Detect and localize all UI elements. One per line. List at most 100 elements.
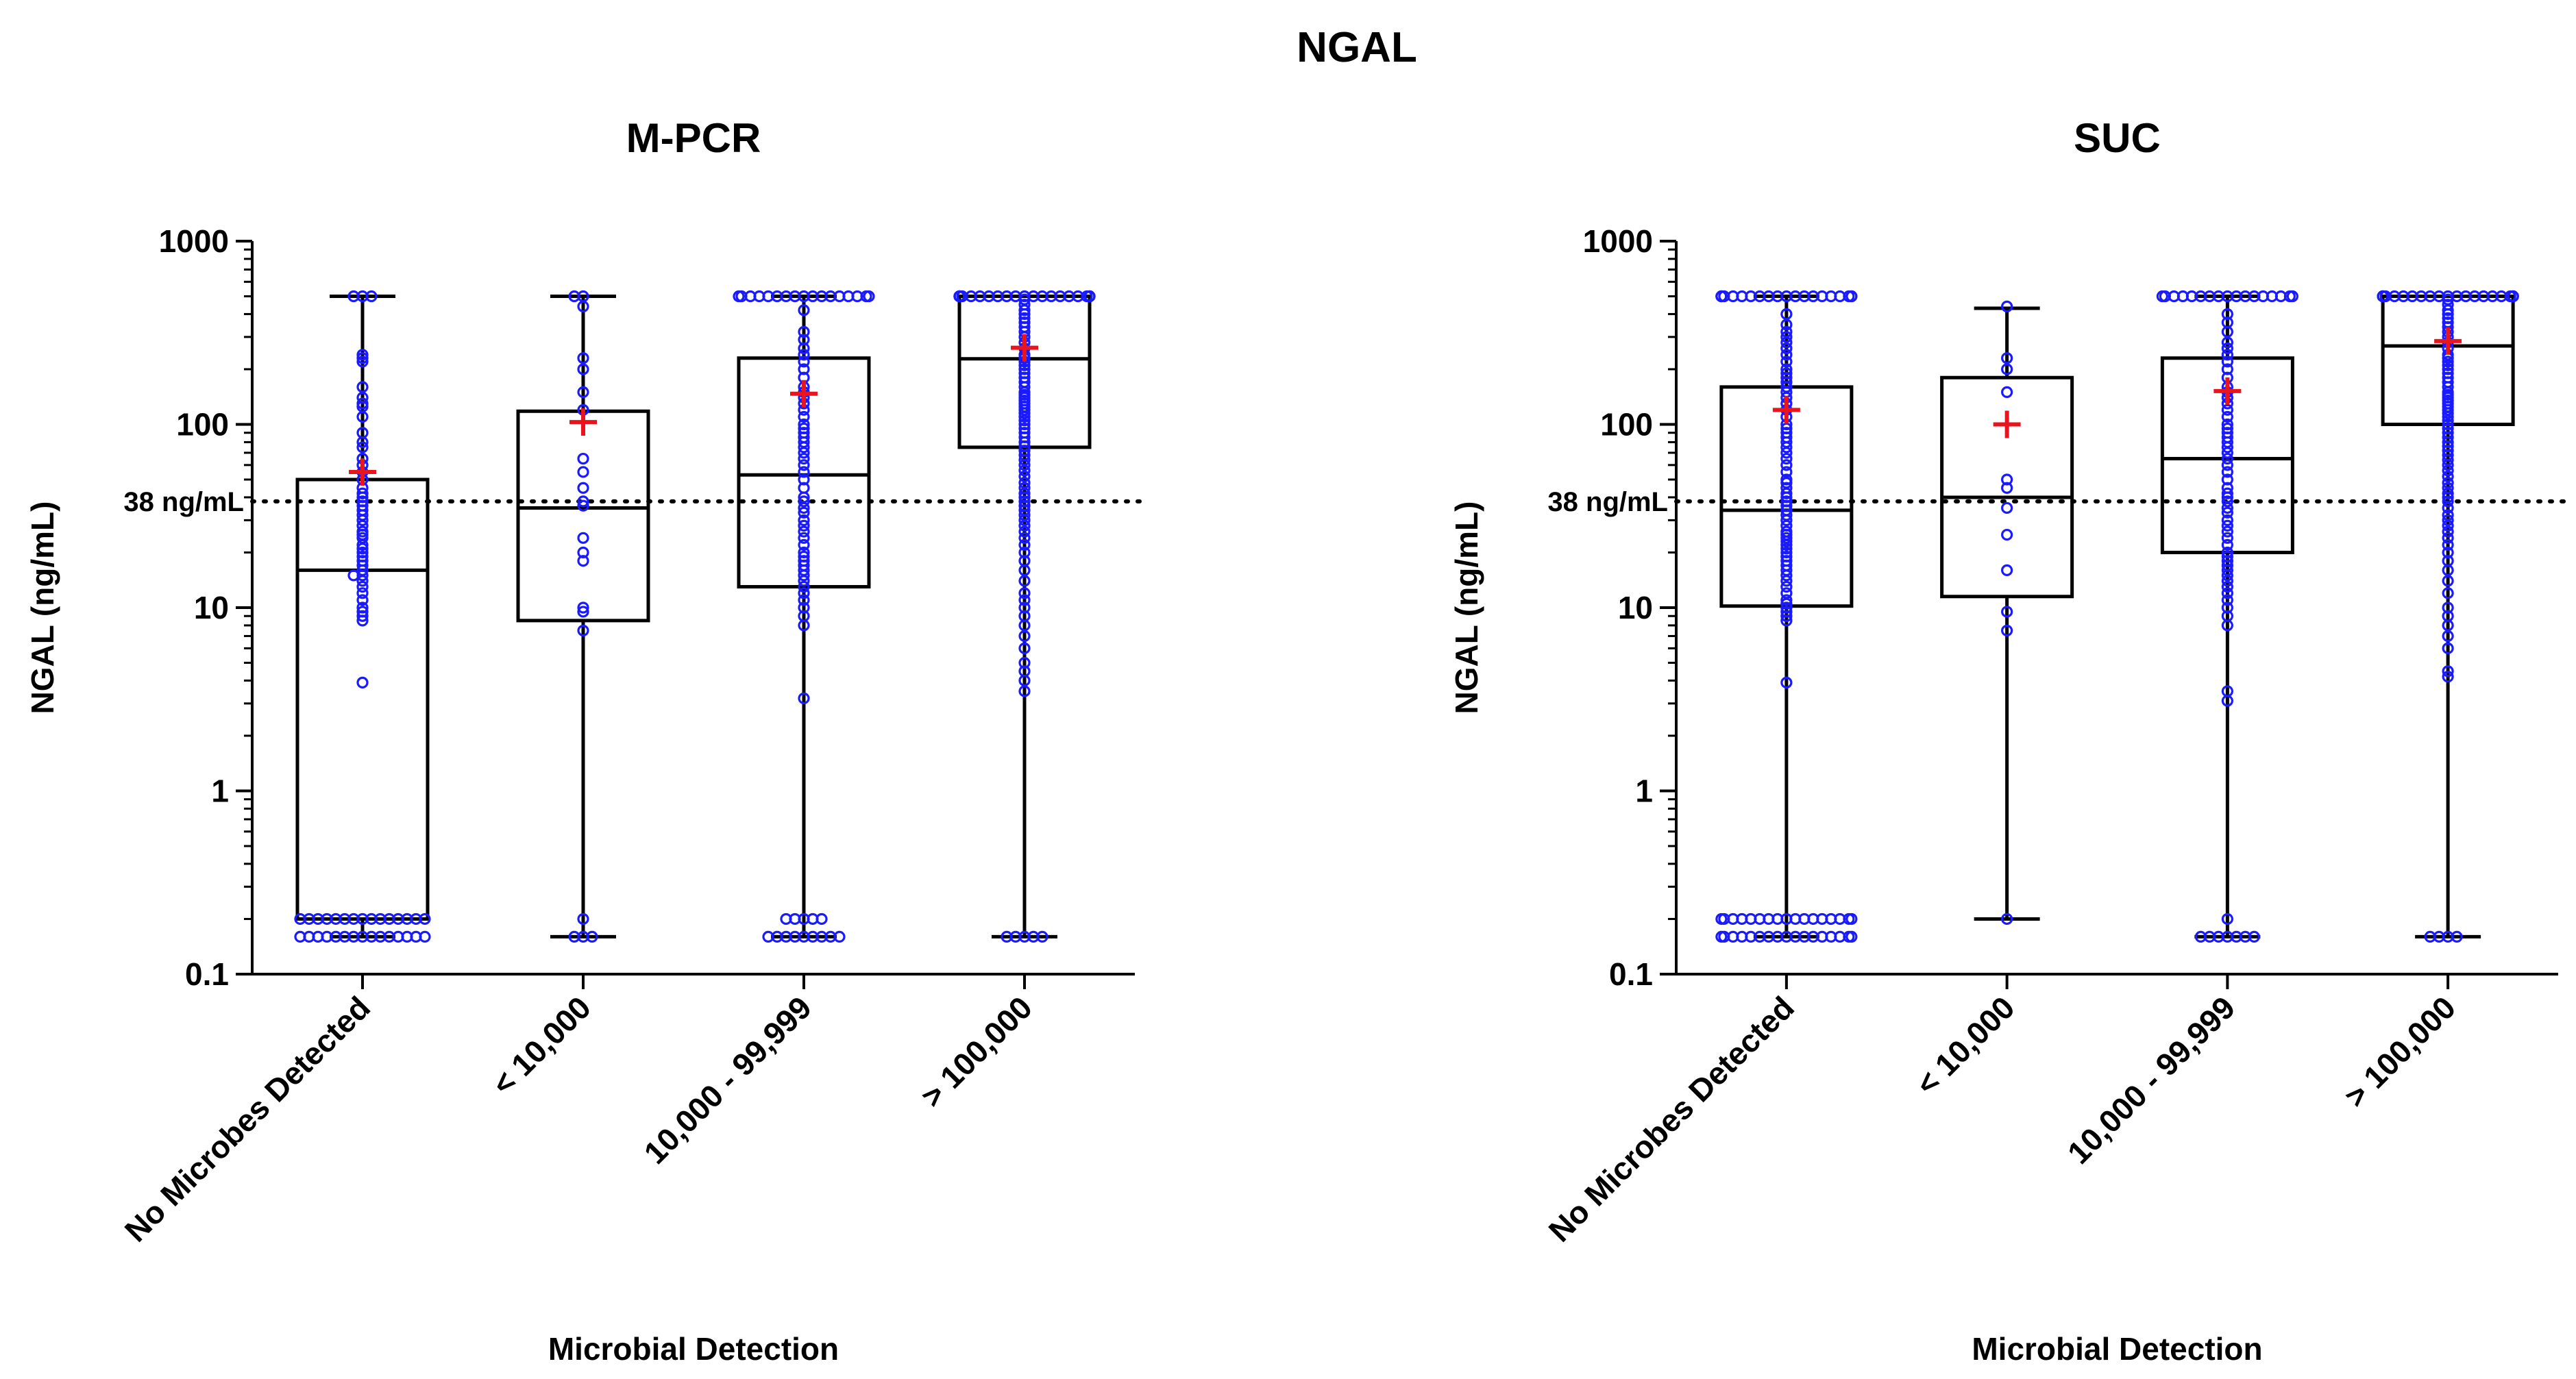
data-point bbox=[1018, 532, 1031, 544]
data-point bbox=[1018, 587, 1031, 599]
data-point bbox=[2286, 290, 2298, 303]
data-point bbox=[2001, 528, 2013, 541]
data-point bbox=[577, 606, 589, 618]
data-point bbox=[2442, 665, 2454, 678]
data-point bbox=[2442, 363, 2454, 375]
data-point bbox=[1780, 447, 1793, 459]
data-point bbox=[1780, 466, 1793, 478]
data-point bbox=[798, 569, 810, 582]
chart-title: SUC bbox=[2074, 115, 2161, 161]
data-point bbox=[2221, 487, 2233, 499]
y-tick-label: 100 bbox=[176, 407, 229, 443]
data-point bbox=[2001, 912, 2013, 925]
data-point bbox=[2001, 624, 2013, 637]
data-point bbox=[356, 410, 369, 423]
data-point bbox=[2001, 473, 2013, 486]
data-point bbox=[577, 452, 589, 465]
data-point bbox=[577, 386, 589, 398]
y-axis-label: NGAL (ng/mL) bbox=[1449, 501, 1484, 715]
data-point bbox=[1780, 597, 1793, 610]
data-point bbox=[2221, 447, 2233, 459]
data-point bbox=[798, 459, 810, 471]
data-point bbox=[356, 575, 369, 587]
data-point bbox=[953, 290, 966, 303]
mean-marker-4 bbox=[1011, 334, 1038, 362]
data-point bbox=[2221, 519, 2233, 532]
data-point bbox=[2001, 300, 2013, 312]
data-point bbox=[2442, 410, 2454, 423]
data-point bbox=[1780, 601, 1793, 614]
data-point bbox=[2221, 356, 2233, 368]
data-point bbox=[1018, 519, 1031, 532]
data-point bbox=[798, 342, 810, 355]
y-tick-label: 0.1 bbox=[185, 956, 229, 992]
y-axis-label: NGAL (ng/mL) bbox=[25, 501, 60, 715]
data-point bbox=[2221, 546, 2233, 559]
data-point bbox=[1780, 535, 1793, 547]
data-point bbox=[1780, 514, 1793, 526]
data-point bbox=[1715, 912, 1728, 925]
data-point bbox=[1845, 290, 1858, 303]
data-point bbox=[798, 538, 810, 551]
data-point bbox=[356, 543, 369, 555]
chart-title: M-PCR bbox=[626, 115, 761, 161]
x-tick-label: < 10,000 bbox=[485, 989, 598, 1102]
y-tick-label: 1 bbox=[211, 773, 229, 809]
data-point bbox=[2442, 514, 2454, 526]
data-point bbox=[1780, 487, 1793, 499]
data-point bbox=[577, 495, 589, 508]
data-point bbox=[798, 349, 810, 361]
data-point bbox=[1018, 436, 1031, 449]
mean-marker-3 bbox=[2213, 377, 2242, 405]
reference-line-label: 38 ng/mL bbox=[1547, 487, 1668, 517]
data-point bbox=[577, 601, 589, 614]
data-point bbox=[1018, 538, 1031, 551]
data-point bbox=[2156, 290, 2168, 303]
data-point bbox=[1018, 304, 1031, 316]
data-point bbox=[2507, 290, 2519, 303]
data-point bbox=[1018, 594, 1031, 606]
box-iqr bbox=[737, 356, 871, 589]
data-point bbox=[356, 594, 369, 606]
data-point bbox=[1780, 546, 1793, 559]
data-point bbox=[356, 610, 369, 622]
data-point bbox=[798, 466, 810, 478]
data-point bbox=[577, 555, 589, 567]
data-point bbox=[798, 363, 810, 375]
data-point bbox=[356, 352, 369, 364]
points-group-2 bbox=[568, 290, 598, 943]
data-point bbox=[798, 519, 810, 532]
data-point bbox=[1018, 525, 1031, 538]
data-point bbox=[356, 514, 369, 526]
data-point bbox=[1018, 514, 1031, 526]
data-point bbox=[356, 546, 369, 559]
points-group-4 bbox=[2377, 290, 2519, 943]
data-point bbox=[419, 930, 431, 943]
data-point bbox=[2442, 356, 2454, 368]
data-point bbox=[798, 587, 810, 599]
data-point bbox=[1018, 407, 1031, 419]
x-tick-label: > 100,000 bbox=[914, 989, 1039, 1114]
data-point bbox=[2221, 441, 2233, 454]
data-point bbox=[798, 692, 810, 704]
data-point bbox=[798, 619, 810, 632]
data-point bbox=[2442, 414, 2454, 427]
data-point bbox=[577, 363, 589, 375]
data-point bbox=[1018, 546, 1031, 559]
data-point bbox=[1018, 308, 1031, 321]
data-point bbox=[2221, 506, 2233, 519]
data-point bbox=[419, 912, 431, 925]
data-point bbox=[815, 912, 828, 925]
y-tick-label: 0.1 bbox=[1609, 956, 1653, 992]
mean-marker-2 bbox=[569, 408, 597, 436]
data-point bbox=[577, 482, 589, 494]
points-group-1 bbox=[1715, 290, 1858, 943]
data-point bbox=[1001, 930, 1013, 943]
data-point bbox=[1780, 336, 1793, 349]
data-point bbox=[2442, 436, 2454, 449]
data-point bbox=[1018, 642, 1031, 654]
data-point bbox=[1780, 441, 1793, 454]
data-point bbox=[2442, 501, 2454, 514]
data-point bbox=[733, 290, 745, 303]
